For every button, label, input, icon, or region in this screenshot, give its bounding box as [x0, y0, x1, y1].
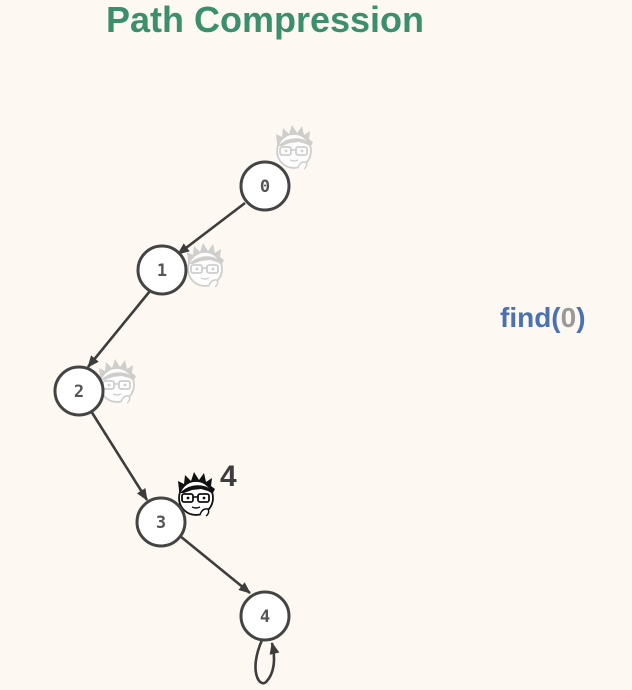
edge-0-1 — [177, 201, 246, 256]
edge-2-3 — [89, 410, 149, 501]
function-call-argument: 0 — [560, 302, 577, 333]
edge-1-2 — [86, 290, 152, 368]
node-3-label: 3 — [156, 513, 166, 533]
page-title: Path Compression — [105, 0, 425, 40]
function-call-name: find( — [500, 302, 561, 333]
avatar-node-1 — [186, 242, 225, 288]
avatar-node-2 — [98, 358, 137, 404]
node-1-label: 1 — [157, 261, 167, 281]
edges — [86, 201, 280, 685]
face-with-glasses-icon — [98, 358, 137, 404]
step-counter: 4 — [220, 460, 237, 493]
node-1: 1 — [136, 244, 188, 296]
node-0: 0 — [239, 160, 291, 212]
face-with-glasses-icon — [177, 471, 216, 517]
avatar-current — [177, 471, 216, 517]
function-call: find(0) — [500, 300, 586, 336]
function-call-close: ) — [576, 302, 586, 333]
node-4: 4 — [239, 590, 291, 642]
avatar-node-0 — [275, 124, 314, 170]
node-0-label: 0 — [260, 177, 270, 197]
node-2: 2 — [53, 365, 105, 417]
face-with-glasses-icon — [275, 124, 314, 170]
node-3: 3 — [135, 496, 187, 548]
node-2-label: 2 — [74, 382, 84, 402]
face-with-glasses-icon — [186, 242, 225, 288]
edge-4-self-loop — [254, 639, 280, 685]
edge-3-4 — [179, 534, 251, 595]
node-4-label: 4 — [260, 607, 270, 627]
